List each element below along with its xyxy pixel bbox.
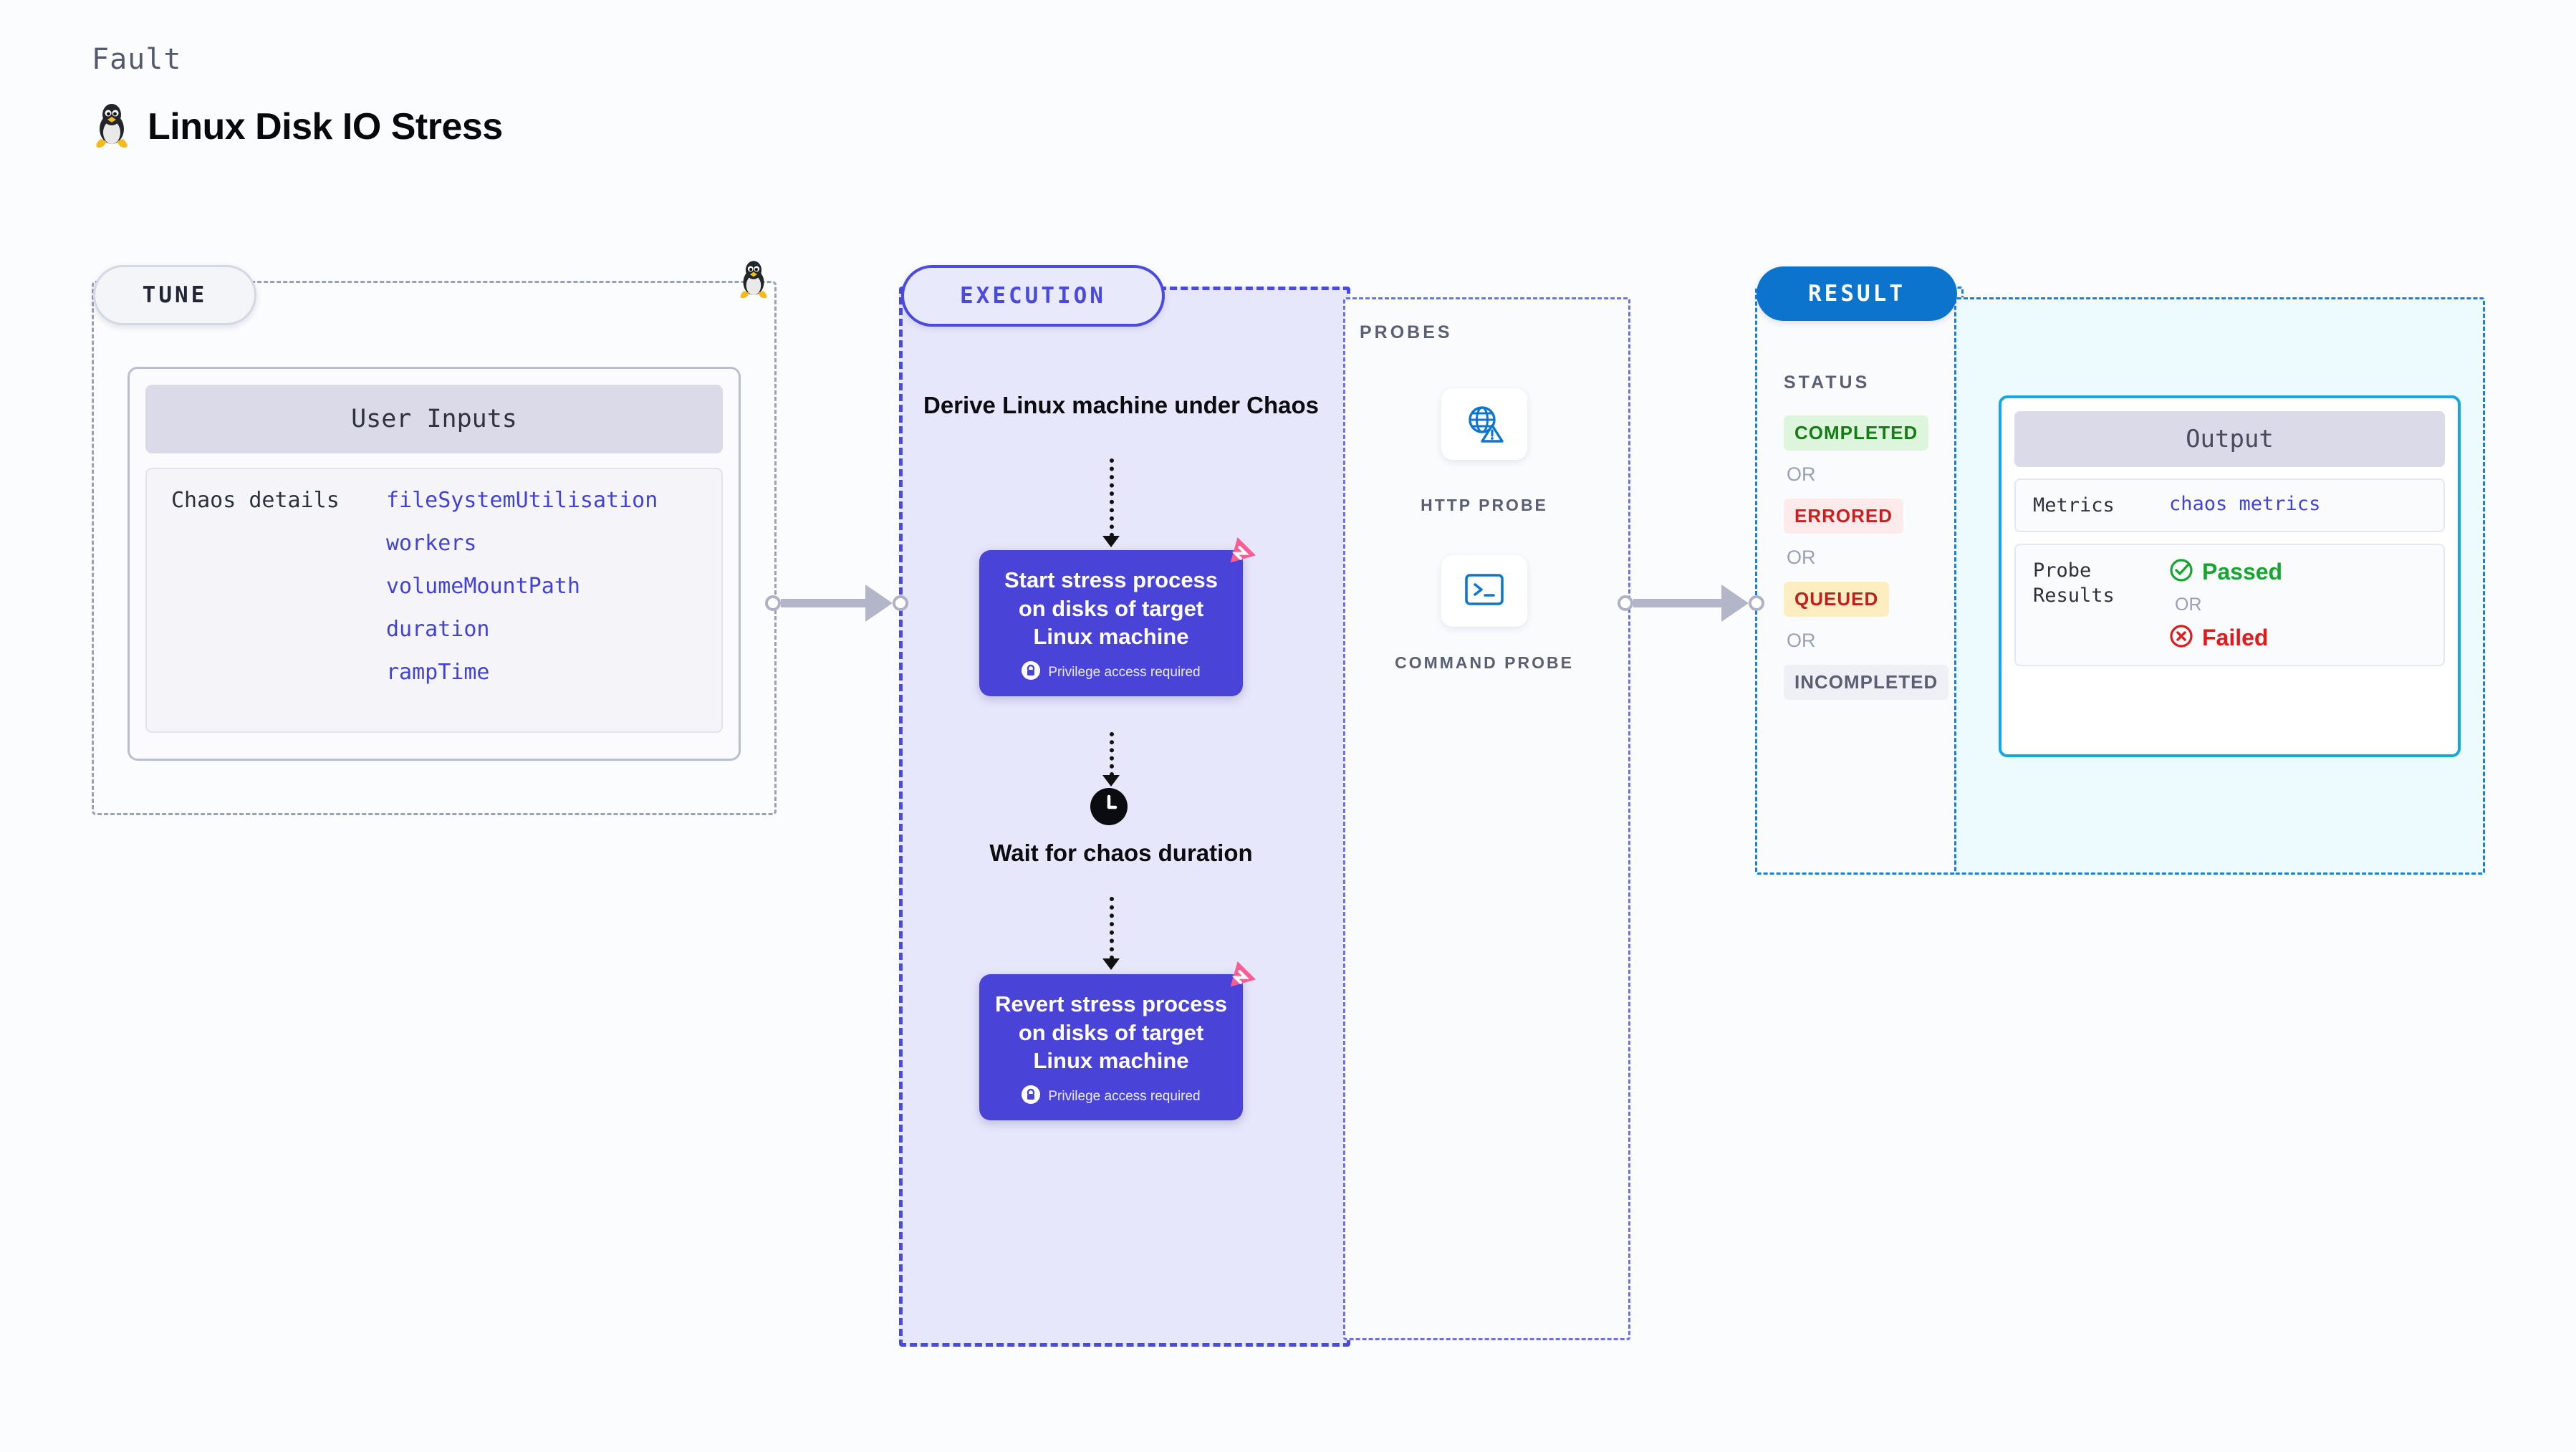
user-inputs-body: Chaos details fileSystemUtilisation work… (145, 468, 723, 733)
connector-end-handle[interactable] (1749, 595, 1764, 611)
probe-results-key: Probe Results (2033, 559, 2115, 607)
parameter-item[interactable]: workers (386, 531, 477, 556)
start-stress-card-text: Start stress process on disks of target … (1004, 567, 1219, 650)
x-circle-icon (2169, 624, 2193, 652)
probe-results-row: Probe Results Passed OR (2014, 544, 2445, 667)
parameter-item[interactable]: rampTime (386, 660, 490, 685)
status-badge: QUEUED (1784, 582, 1890, 617)
probe-failed-label: Failed (2202, 625, 2269, 651)
execution-badge[interactable]: EXECUTION (901, 265, 1165, 327)
connector-end-handle[interactable] (893, 595, 908, 611)
flow-arrow (1102, 458, 1120, 547)
probe-passed-label: Passed (2202, 559, 2283, 585)
page-header: Fault Linux Disk IO Stress (92, 43, 503, 153)
probe-failed-row: Failed (2169, 624, 2282, 652)
lock-icon (1022, 661, 1041, 683)
connector-execution-to-result (1618, 585, 1764, 622)
output-title: Output (2014, 411, 2445, 467)
command-probe-caption: COMMAND PROBE (1395, 653, 1574, 672)
check-circle-icon (2169, 558, 2193, 586)
start-stress-card[interactable]: Start stress process on disks of target … (979, 537, 1256, 697)
connector-line (1633, 599, 1723, 607)
flow-arrow (1102, 732, 1120, 787)
privilege-note-text: Privilege access required (1048, 664, 1201, 680)
probes-label: PROBES (1360, 322, 1453, 342)
privilege-note-row: Privilege access required (1022, 1085, 1201, 1107)
lock-icon (1022, 1085, 1041, 1107)
status-badge: INCOMPLETED (1784, 665, 1949, 700)
output-card: Output Metrics chaos metrics Probe Resul… (1999, 395, 2461, 757)
tune-badge[interactable]: TUNE (93, 265, 256, 325)
parameter-item[interactable]: volumeMountPath (386, 574, 580, 599)
fault-injection-icon (1219, 534, 1259, 578)
terminal-icon (1463, 571, 1506, 612)
connector-arrowhead (865, 585, 893, 622)
result-badge[interactable]: RESULT (1756, 266, 1957, 321)
or-separator: OR (1787, 463, 1816, 485)
derive-step-label: Derive Linux machine under Chaos (923, 392, 1319, 418)
connector-start-handle[interactable] (1618, 595, 1633, 611)
or-separator: OR (1787, 630, 1816, 651)
command-probe-tile[interactable] (1441, 555, 1527, 627)
title-row: Linux Disk IO Stress (92, 100, 503, 153)
wait-step-label: Wait for chaos duration (989, 840, 1253, 866)
parameter-item[interactable]: fileSystemUtilisation (386, 488, 658, 513)
status-badge: COMPLETED (1784, 415, 1929, 451)
parameter-item[interactable]: duration (386, 617, 490, 642)
fault-injection-icon (1219, 958, 1259, 1002)
probe-results-values: Passed OR Failed (2169, 558, 2282, 652)
privilege-note-row: Privilege access required (1022, 661, 1201, 683)
flow-arrow (1102, 897, 1120, 970)
metrics-value[interactable]: chaos metrics (2169, 493, 2321, 515)
connector-arrowhead (1721, 585, 1749, 622)
privilege-note-text: Privilege access required (1048, 1088, 1201, 1104)
metrics-key: Metrics (2033, 494, 2115, 516)
tune-panel (92, 281, 777, 815)
globe-warning-icon (1463, 401, 1506, 448)
connector-start-handle[interactable] (765, 595, 781, 611)
execution-panel (899, 287, 1350, 1347)
status-badge: ERRORED (1784, 499, 1904, 534)
metrics-row: Metrics chaos metrics (2014, 479, 2445, 533)
chaos-details-label: Chaos details (171, 488, 340, 513)
fault-label: Fault (92, 43, 182, 76)
user-inputs-title: User Inputs (145, 385, 723, 453)
connector-line (781, 599, 867, 607)
status-label: STATUS (1784, 372, 1870, 393)
linux-penguin-icon (92, 100, 132, 153)
clock-icon (1090, 788, 1128, 829)
user-inputs-card: User Inputs Chaos details fileSystemUtil… (128, 367, 741, 761)
probes-panel (1343, 297, 1630, 1340)
page-title: Linux Disk IO Stress (148, 105, 503, 148)
revert-stress-card[interactable]: Revert stress process on disks of target… (979, 961, 1256, 1121)
or-separator: OR (2175, 595, 2202, 615)
connector-tune-to-execution (765, 585, 908, 622)
linux-penguin-icon (736, 258, 771, 303)
status-list: COMPLETED OR ERRORED OR QUEUED OR INCOMP… (1784, 415, 1949, 700)
http-probe-caption: HTTP PROBE (1421, 496, 1548, 514)
or-separator: OR (1787, 547, 1816, 568)
http-probe-tile[interactable] (1441, 388, 1527, 460)
chaos-parameter-list: fileSystemUtilisation workers volumeMoun… (386, 488, 658, 731)
revert-stress-card-text: Revert stress process on disks of target… (995, 991, 1227, 1074)
probe-passed-row: Passed (2169, 558, 2282, 586)
